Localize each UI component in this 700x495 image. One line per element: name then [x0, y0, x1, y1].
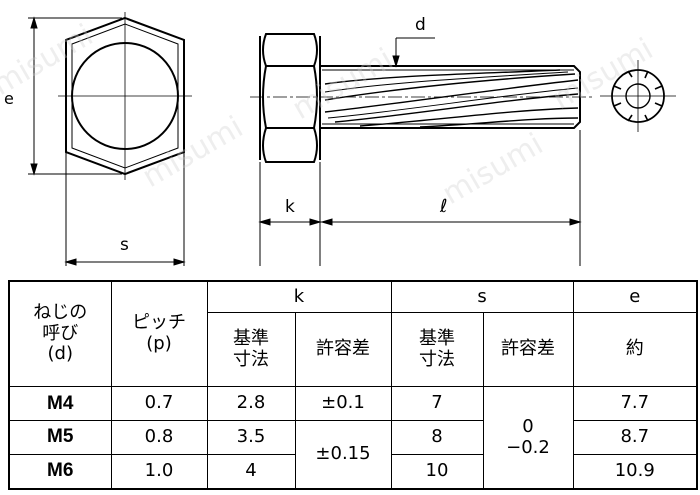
pitch-header-line2: (p): [146, 333, 172, 354]
s-basic-cell: 10: [390, 453, 484, 490]
pitch-cell: 1.0: [110, 453, 208, 490]
k-basic-cell: 3.5: [206, 419, 296, 455]
pitch-cell: 0.7: [110, 386, 208, 421]
thread-size-cell: M4: [8, 386, 112, 421]
e-approx-cell: 10.9: [572, 453, 698, 490]
k-basic-header: 基準 寸法: [206, 312, 296, 387]
hex-head-side-view: [259, 33, 321, 163]
k-l-dimensions: [258, 130, 582, 266]
table-row: M6 1.0 4 10 10.9: [8, 453, 698, 490]
k-tolerance-cell: ±0.1: [294, 386, 392, 421]
k-basic-cell: 2.8: [206, 386, 296, 421]
table-row: M5 0.8 3.5 ±0.15 8 8.7: [8, 419, 698, 490]
k-header: k: [206, 280, 392, 313]
s-dimension: [64, 152, 186, 266]
thread-size-header-line2: 呼び: [42, 322, 79, 344]
d-label: d: [415, 15, 426, 35]
s-header: s: [390, 280, 574, 313]
e-approx-header: 約: [572, 312, 698, 387]
thread-size-header: ねじの 呼び (d): [8, 280, 112, 387]
s-tolerance-cell: 0 −0.2: [482, 386, 574, 490]
k-tolerance-cell: ±0.15: [294, 419, 392, 490]
k-basic-line2: 寸法: [233, 348, 269, 370]
bolt-technical-drawing: e s d: [4, 12, 676, 266]
thread-size-header-line1: ねじの: [33, 301, 88, 323]
hex-head-end-view: [58, 12, 192, 180]
e-label: e: [4, 89, 14, 108]
k-basic-cell: 4: [206, 453, 296, 490]
tip-end-view: [600, 60, 676, 132]
s-tolerance-header: 許容差: [482, 312, 574, 387]
thread-size-header-line3: (d): [47, 343, 73, 365]
s-tolerance-lower: −0.2: [506, 436, 550, 458]
k-tolerance-header: 許容差: [294, 312, 392, 387]
pitch-header: ピッチ (p): [110, 280, 208, 387]
s-basic-cell: 8: [390, 419, 484, 455]
k-label: k: [285, 197, 295, 217]
table-row: M4 0.7 2.8 ±0.1 7 0 −0.2 7.7: [8, 386, 698, 490]
thread-size-cell: M5: [8, 419, 112, 455]
d-dimension: [392, 37, 435, 68]
thread-size-cell: M6: [8, 453, 112, 490]
s-label: s: [120, 235, 129, 255]
e-approx-cell: 7.7: [572, 386, 698, 421]
l-label: ℓ: [439, 196, 447, 217]
threaded-shank: [320, 65, 581, 129]
s-basic-line2: 寸法: [419, 348, 455, 370]
k-basic-line1: 基準: [233, 327, 269, 349]
s-tolerance-upper: 0: [522, 415, 534, 437]
e-dimension: [28, 16, 122, 176]
e-header: e: [572, 280, 698, 313]
pitch-header-line1: ピッチ: [132, 312, 186, 334]
s-basic-line1: 基準: [419, 327, 455, 349]
s-basic-header: 基準 寸法: [390, 312, 484, 387]
s-basic-cell: 7: [390, 386, 484, 421]
spec-table: ねじの 呼び (d) ピッチ (p) k s e 基準 寸法 許容差 基準 寸法…: [8, 280, 699, 490]
e-approx-cell: 8.7: [572, 419, 698, 455]
pitch-cell: 0.8: [110, 419, 208, 455]
